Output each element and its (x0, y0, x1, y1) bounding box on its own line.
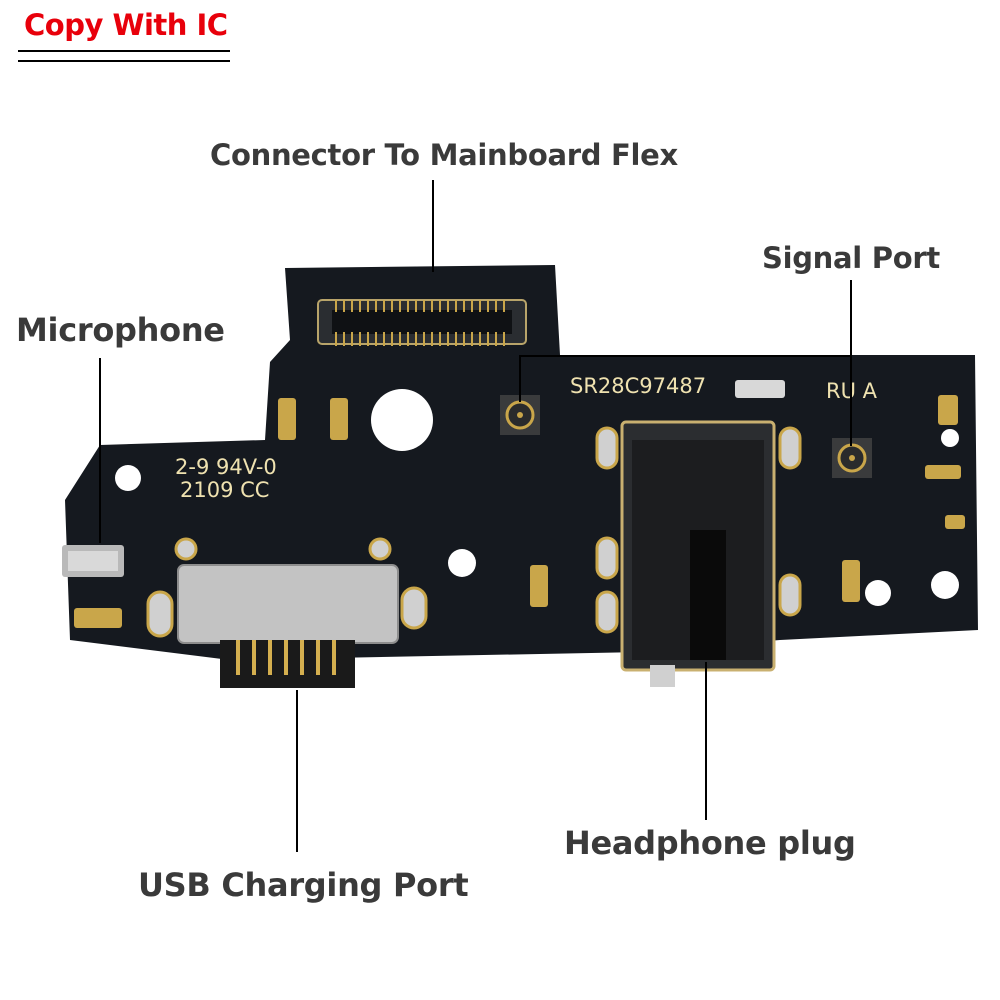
usb-c-port (177, 564, 399, 688)
connector-label: Connector To Mainboard Flex (210, 138, 678, 172)
badge-underline-1 (18, 50, 230, 52)
signal-port-leader-line (519, 355, 851, 402)
mounting-hole (865, 580, 891, 606)
solder-pads (74, 380, 965, 628)
headphone-jack (620, 420, 776, 687)
board-rating-text: 2-9 94V-0 (175, 455, 277, 479)
microphone-component (62, 545, 124, 577)
mounting-hole (115, 465, 141, 491)
usb-charging-port-label: USB Charging Port (138, 866, 469, 904)
microphone-label: Microphone (16, 311, 225, 349)
copy-with-ic-badge: Copy With IC (24, 8, 228, 42)
board-part-number: SR28C97487 (570, 374, 706, 398)
signal-port-label: Signal Port (762, 241, 940, 275)
ground-pads (146, 426, 802, 638)
badge-underline-2 (18, 60, 230, 62)
headphone-plug-label: Headphone plug (564, 824, 856, 862)
mounting-hole (941, 429, 959, 447)
mounting-hole (371, 389, 433, 451)
mounting-hole (931, 571, 959, 599)
mounting-hole (448, 549, 476, 577)
mainboard-flex-connector (317, 299, 527, 346)
board-date-code-text: 2109 CC (180, 478, 269, 502)
